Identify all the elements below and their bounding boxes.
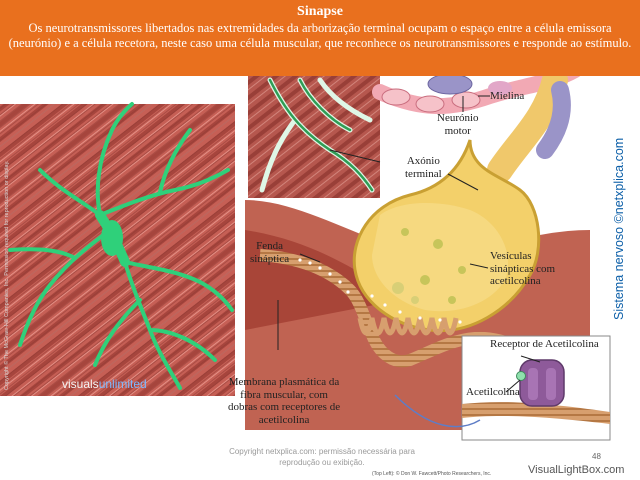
label-acetilcolina: Acetilcolina — [466, 386, 520, 398]
header-banner: Sinapse Os neurotransmissores libertados… — [0, 0, 640, 76]
label-line: acetilcolina — [258, 413, 310, 426]
page-title: Sinapse — [297, 4, 343, 19]
label-neuronio-motor: Neurónio motor — [437, 112, 479, 137]
label-line: acetilcolina — [490, 275, 541, 287]
watermark: VisualLightBox.com — [528, 464, 625, 476]
myelinated-axon — [372, 62, 583, 183]
label-line: Membrana plasmática da — [228, 376, 340, 388]
axon-terminal — [352, 139, 541, 333]
label-line: dobras com receptores de — [228, 401, 341, 413]
brand-part-accent: unlimited — [98, 377, 147, 391]
label-line: sinápticas com — [490, 262, 556, 275]
label-receptor: Receptor de Acetilcolina — [490, 338, 599, 350]
vertical-copyright: Copyright © The McGraw-Hill Companies, I… — [4, 160, 10, 390]
leader-lines — [277, 95, 490, 428]
label-line: fibra muscular, com — [240, 388, 328, 401]
label-line: Axónio — [406, 155, 440, 167]
label-axonio-terminal: Axónio terminal — [405, 155, 442, 180]
label-fenda-sinaptica: Fenda sináptica — [250, 240, 289, 265]
brand-part: visuals — [62, 377, 99, 391]
label-vesiculas: Vesículas sinápticas com acetilcolina — [490, 250, 555, 288]
side-brand: Sistema nervoso ©netxplica.com — [612, 137, 626, 320]
label-line: Vesículas — [490, 250, 532, 262]
muscle-micrograph — [0, 102, 235, 396]
label-line: terminal — [405, 167, 442, 180]
page-number: 48 — [592, 452, 601, 461]
label-line: sináptica — [250, 252, 290, 265]
nerve-inset-micrograph — [248, 76, 381, 198]
label-membrana: Membrana plasmática da fibra muscular, c… — [228, 376, 340, 426]
receptor-inset — [461, 335, 611, 441]
label-mielina: Mielina — [490, 90, 525, 102]
label-line: motor — [444, 124, 471, 137]
header-description: Os neurotransmissores libertados nas ext… — [8, 21, 632, 50]
label-line: Fenda — [256, 240, 283, 252]
copyright-note: Copyright netxplica.com: permissão neces… — [229, 447, 415, 467]
label-line: Neurónio — [437, 112, 479, 124]
photo-credit: (Top Left): © Don W. Fawcett/Photo Resea… — [372, 471, 492, 477]
micrograph-brand: visualsunlimited — [62, 377, 147, 391]
